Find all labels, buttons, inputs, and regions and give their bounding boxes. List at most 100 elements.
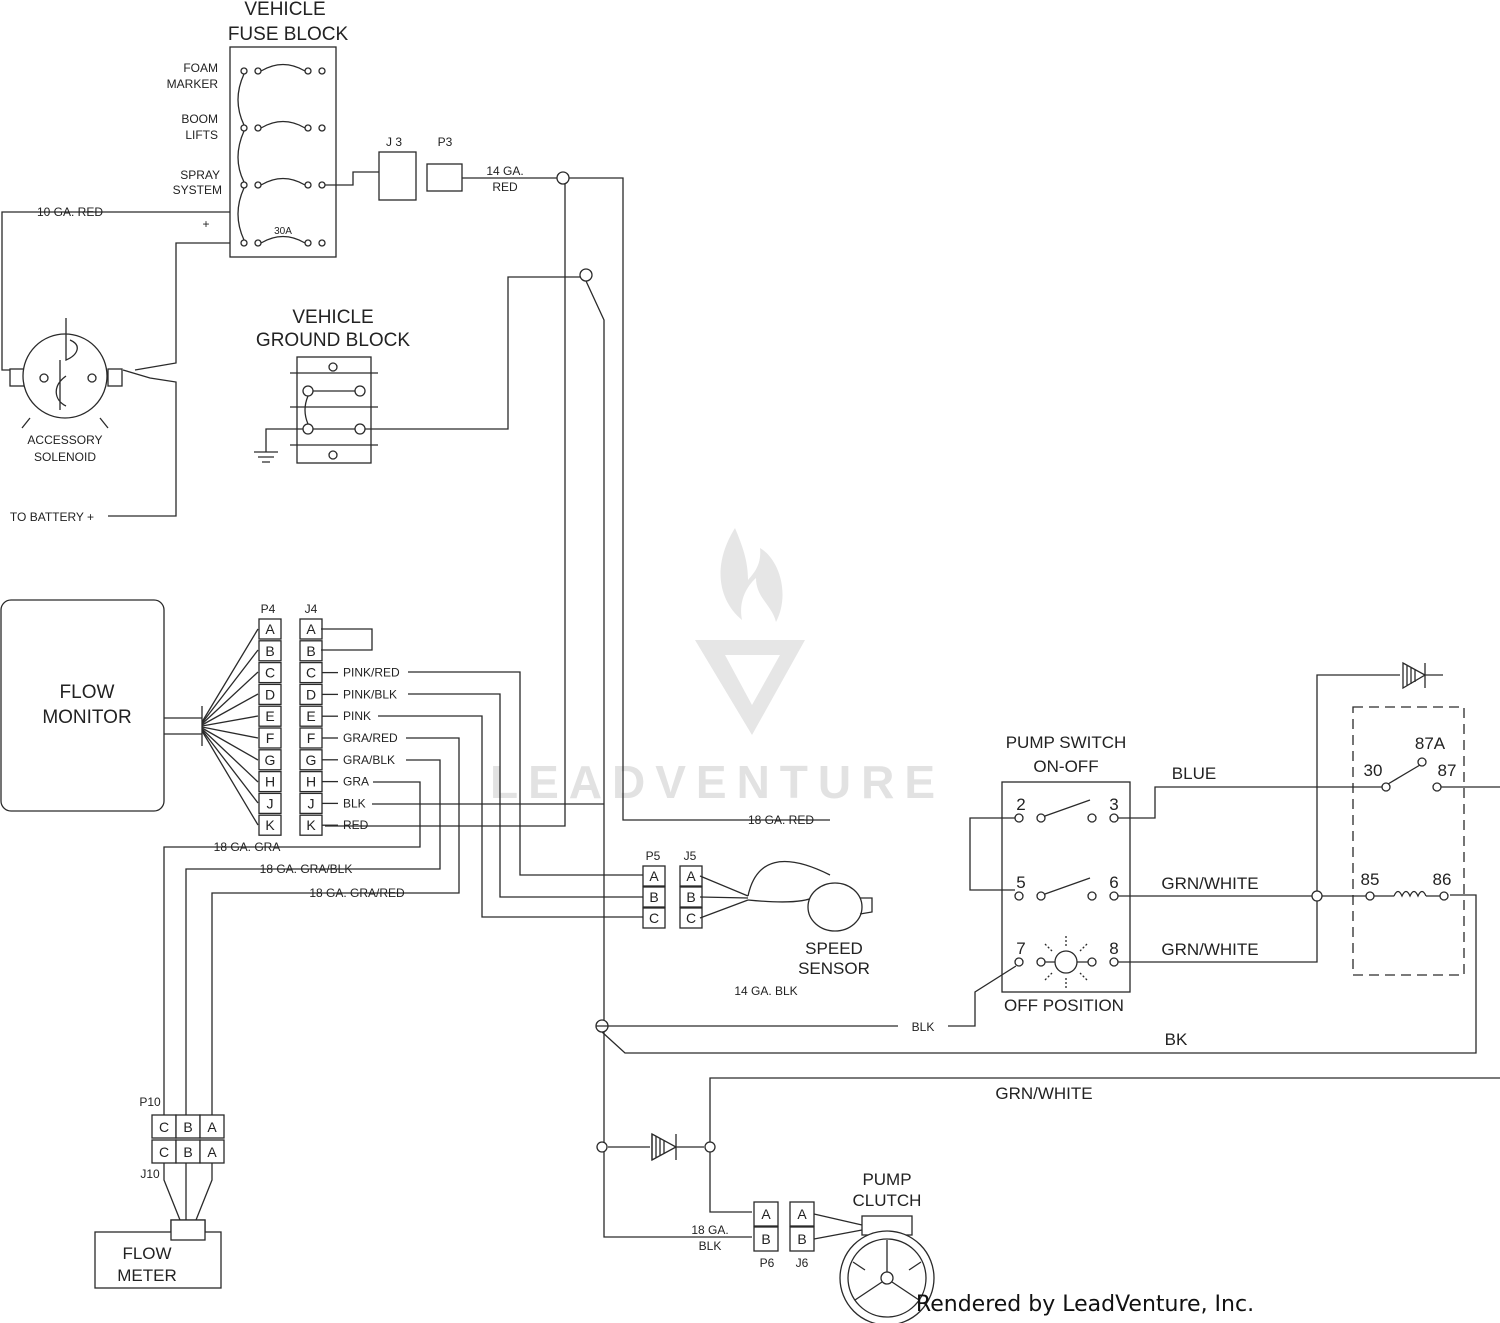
p10-pin-0-1: B: [183, 1119, 192, 1135]
j5-pin-1: B: [686, 889, 695, 905]
fuse-block-title-1: VEHICLE: [244, 0, 325, 20]
p10-pin-1-0: C: [159, 1144, 169, 1160]
boom-lifts-label: BOOM: [181, 112, 218, 126]
p10-pin-1-1: B: [183, 1144, 192, 1160]
j4-pin-9: K: [306, 817, 316, 833]
flow-monitor-fan-wires: [201, 628, 259, 826]
grared-18ga-label: 18 GA. GRA/RED: [309, 886, 405, 900]
j5-label: J5: [684, 849, 697, 863]
j4-pin-1: B: [306, 643, 315, 659]
flow-meter-title: FLOW: [122, 1244, 171, 1263]
j6-pin-1: B: [797, 1231, 806, 1247]
p5-pin-1: B: [649, 889, 658, 905]
pump-clutch-title-2: CLUTCH: [853, 1191, 922, 1210]
j4-pin-2: C: [306, 665, 316, 681]
relay-terminal-85: 85: [1361, 870, 1380, 889]
p4-pin-1: B: [265, 643, 274, 659]
j4-wire-label-4: PINK: [343, 709, 371, 723]
pump-switch: PUMP SWITCH ON-OFF 2 3 5 6 7 8 OFF POSIT…: [948, 733, 1382, 1027]
j4-wire-label-9: RED: [343, 818, 369, 832]
foam-marker-label-2: MARKER: [167, 77, 219, 91]
red-trunk-wire: [325, 184, 566, 827]
pump-clutch-title: PUMP: [862, 1170, 911, 1189]
p5-pin-2: C: [649, 910, 659, 926]
grn-white-1-label: GRN/WHITE: [1161, 874, 1258, 893]
p6-pin-box-1: [753, 1226, 779, 1252]
j6-pin-box-0: [789, 1201, 815, 1227]
p5-pin-box-1: [642, 886, 666, 908]
p4-pin-7: H: [265, 774, 275, 790]
p4-pin-box-3: [258, 683, 282, 706]
pump-clutch: AB AB P6 J6 PUMP CLUTCH: [753, 1170, 935, 1323]
p5-pin-box-2: [642, 907, 666, 929]
relay-terminal-87a: 87A: [1415, 734, 1446, 753]
j6-connector: AB: [789, 1201, 815, 1252]
p10-pin-1-2: A: [207, 1144, 217, 1160]
footer-credit: Rendered by LeadVenture, Inc.: [916, 1292, 1254, 1317]
vehicle-fuse-block: VEHICLE FUSE BLOCK FOAM MARKER BOOM LIFT…: [167, 0, 349, 258]
j4-pin-0: A: [306, 621, 316, 637]
boom-lifts-label-2: LIFTS: [185, 128, 218, 142]
p10-pin-box-0-2: [199, 1114, 225, 1139]
p4-pin-box-8: [258, 792, 282, 815]
fuse-rating-label: 30A: [274, 226, 292, 237]
off-position-label: OFF POSITION: [1004, 996, 1124, 1015]
pump-switch-title-2: ON-OFF: [1033, 757, 1098, 776]
ground-trunk: [579, 268, 1500, 1238]
p6-pin-1: B: [761, 1231, 770, 1247]
p4-pin-box-2: [258, 661, 282, 684]
foam-marker-label: FOAM: [183, 61, 218, 75]
p6-pin-box-0: [753, 1201, 779, 1227]
spray-system-label: SPRAY: [180, 168, 220, 182]
relay: 87A 30 87 85 86: [1311, 661, 1500, 976]
accessory-solenoid: ACCESSORY SOLENOID: [1, 211, 230, 517]
relay-terminal-30: 30: [1364, 761, 1383, 780]
blk-label: BLK: [912, 1020, 935, 1034]
p4-pin-box-7: [258, 770, 282, 793]
j4-pin-4: E: [306, 708, 315, 724]
p4-pin-8: J: [267, 795, 274, 811]
j4-wire-harness: [163, 671, 643, 1115]
red-10ga-label: 10 GA. RED: [37, 205, 103, 219]
p4-pin-3: D: [265, 686, 275, 702]
speed-sensor-title: SPEED: [805, 939, 863, 958]
gra-18ga-label: 18 GA. GRA: [214, 840, 281, 854]
bk-label: BK: [1165, 1030, 1188, 1049]
relay-terminal-86: 86: [1433, 870, 1452, 889]
j6-label: J6: [796, 1256, 809, 1270]
j4-pin-box-1: [299, 640, 323, 662]
p4-pin-box-4: [258, 705, 282, 727]
solenoid-label-2: SOLENOID: [34, 450, 96, 464]
p6-connector: AB: [753, 1201, 779, 1252]
j4-pin-8: J: [308, 795, 315, 811]
grablk-18ga-label: 18 GA. GRA/BLK: [260, 862, 353, 876]
j5-pin-2: C: [686, 910, 696, 926]
p4-pin-6: G: [265, 752, 276, 768]
switch-terminal-8: 8: [1109, 939, 1118, 958]
watermark: LEADVENTURE: [490, 528, 945, 808]
j4-wire-labels: PINK/REDPINK/BLKPINKGRA/REDGRA/BLKGRABLK…: [322, 666, 400, 832]
watermark-text: LEADVENTURE: [490, 756, 945, 808]
j5-connector: ABC: [679, 865, 703, 929]
j4-wire-label-8: BLK: [343, 796, 366, 810]
grn-white-2-label: GRN/WHITE: [1161, 940, 1258, 959]
j4-wire-label-6: GRA/BLK: [343, 753, 395, 767]
switch-terminal-2: 2: [1016, 795, 1025, 814]
flow-meter-title-2: METER: [117, 1266, 177, 1285]
j4-wire-label-2: PINK/RED: [343, 666, 400, 680]
p5-pin-box-0: [642, 865, 666, 887]
switch-terminal-6: 6: [1109, 873, 1118, 892]
to-battery-label: TO BATTERY +: [10, 510, 94, 524]
j3-label: J 3: [386, 135, 402, 149]
switch-terminal-5: 5: [1016, 873, 1025, 892]
blk-14ga-label: 14 GA. BLK: [734, 984, 797, 998]
flow-monitor-title: FLOW: [60, 682, 115, 703]
vehicle-ground-block: VEHICLE GROUND BLOCK: [254, 276, 580, 464]
j4-wire-label-5: GRA/RED: [343, 731, 398, 745]
solenoid-label: ACCESSORY: [27, 433, 102, 447]
p4-pin-box-9: [258, 814, 282, 836]
